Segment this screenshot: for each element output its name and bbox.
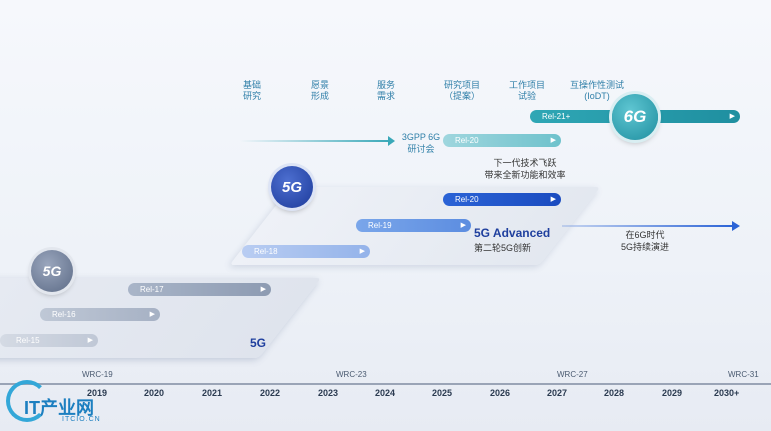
year-label: 2026 [490, 388, 511, 398]
phase-study-item: 研究项目 （提案） [443, 80, 480, 101]
chevron-right-icon: ▶ [359, 248, 365, 255]
logo-text: IT产业网 [24, 398, 94, 418]
rel-18-pill: Rel-18▶ [242, 245, 370, 258]
site-logo: IT产业网 ITCIO.CN [4, 378, 114, 428]
chevron-right-icon: ▶ [729, 113, 735, 120]
year-label: 2019 [87, 388, 108, 398]
wrc-19-label: WRC-19 [82, 370, 113, 379]
5g-advanced-title: 5G Advanced [474, 226, 551, 240]
5g-evolution-line [562, 225, 734, 227]
year-label: 2028 [604, 388, 625, 398]
rel-17-pill: Rel-17▶ [128, 283, 271, 296]
6g-badge: 6G [612, 94, 658, 140]
chevron-right-icon: ▶ [87, 337, 93, 344]
year-label: 2023 [318, 388, 339, 398]
rel-20-6g-pill: Rel-20▶ [443, 134, 561, 147]
year-label: 2029 [662, 388, 683, 398]
chevron-right-icon: ▶ [550, 137, 556, 144]
5g-evolution-arrow-head [732, 221, 740, 231]
year-label: 2021 [202, 388, 223, 398]
year-label: 2020 [144, 388, 165, 398]
5g-badge: 5G [31, 250, 73, 292]
year-label: 2024 [375, 388, 396, 398]
6g-research-arrow-head [388, 136, 395, 146]
phase-vision: 愿景 形成 [310, 80, 329, 101]
year-label: 2022 [260, 388, 281, 398]
phase-iodt: 互操作性测试 (IoDT) [569, 80, 624, 101]
phase-work-item: 工作项目 试验 [508, 80, 545, 101]
timeline-axis [0, 383, 771, 385]
year-label: 2030+ [714, 388, 740, 398]
3gpp-6g-workshop-label: 3GPP 6G 研讨会 [401, 132, 441, 154]
chevron-right-icon: ▶ [550, 196, 556, 203]
year-label: 2025 [432, 388, 453, 398]
rel-16-pill: Rel-16▶ [40, 308, 160, 321]
next-gen-label: 下一代技术飞跃 带来全新功能和效率 [484, 158, 566, 180]
5g-advanced-badge: 5G [271, 166, 313, 208]
wrc-31-label: WRC-31 [728, 370, 759, 379]
rel-15-pill: Rel-15▶ [0, 334, 98, 347]
chevron-right-icon: ▶ [460, 222, 466, 229]
chevron-right-icon: ▶ [260, 286, 266, 293]
6g-research-line [240, 140, 390, 142]
continue-evolution-label: 在6G时代 5G持续演进 [620, 230, 669, 252]
phase-service-needs: 服务 需求 [376, 80, 395, 101]
logo-subtext: ITCIO.CN [62, 416, 101, 423]
year-label: 2027 [547, 388, 568, 398]
second-wave-label: 第二轮5G创新 [474, 243, 532, 253]
wrc-27-label: WRC-27 [557, 370, 588, 379]
rel-19-pill: Rel-19▶ [356, 219, 471, 232]
5g-panel-label: 5G [250, 336, 267, 350]
logo-ring-icon [6, 380, 48, 422]
wrc-23-label: WRC-23 [336, 370, 367, 379]
phase-basic-research: 基础 研究 [242, 80, 261, 101]
chevron-right-icon: ▶ [149, 311, 155, 318]
rel-20-advanced-pill: Rel-20▶ [443, 193, 561, 206]
